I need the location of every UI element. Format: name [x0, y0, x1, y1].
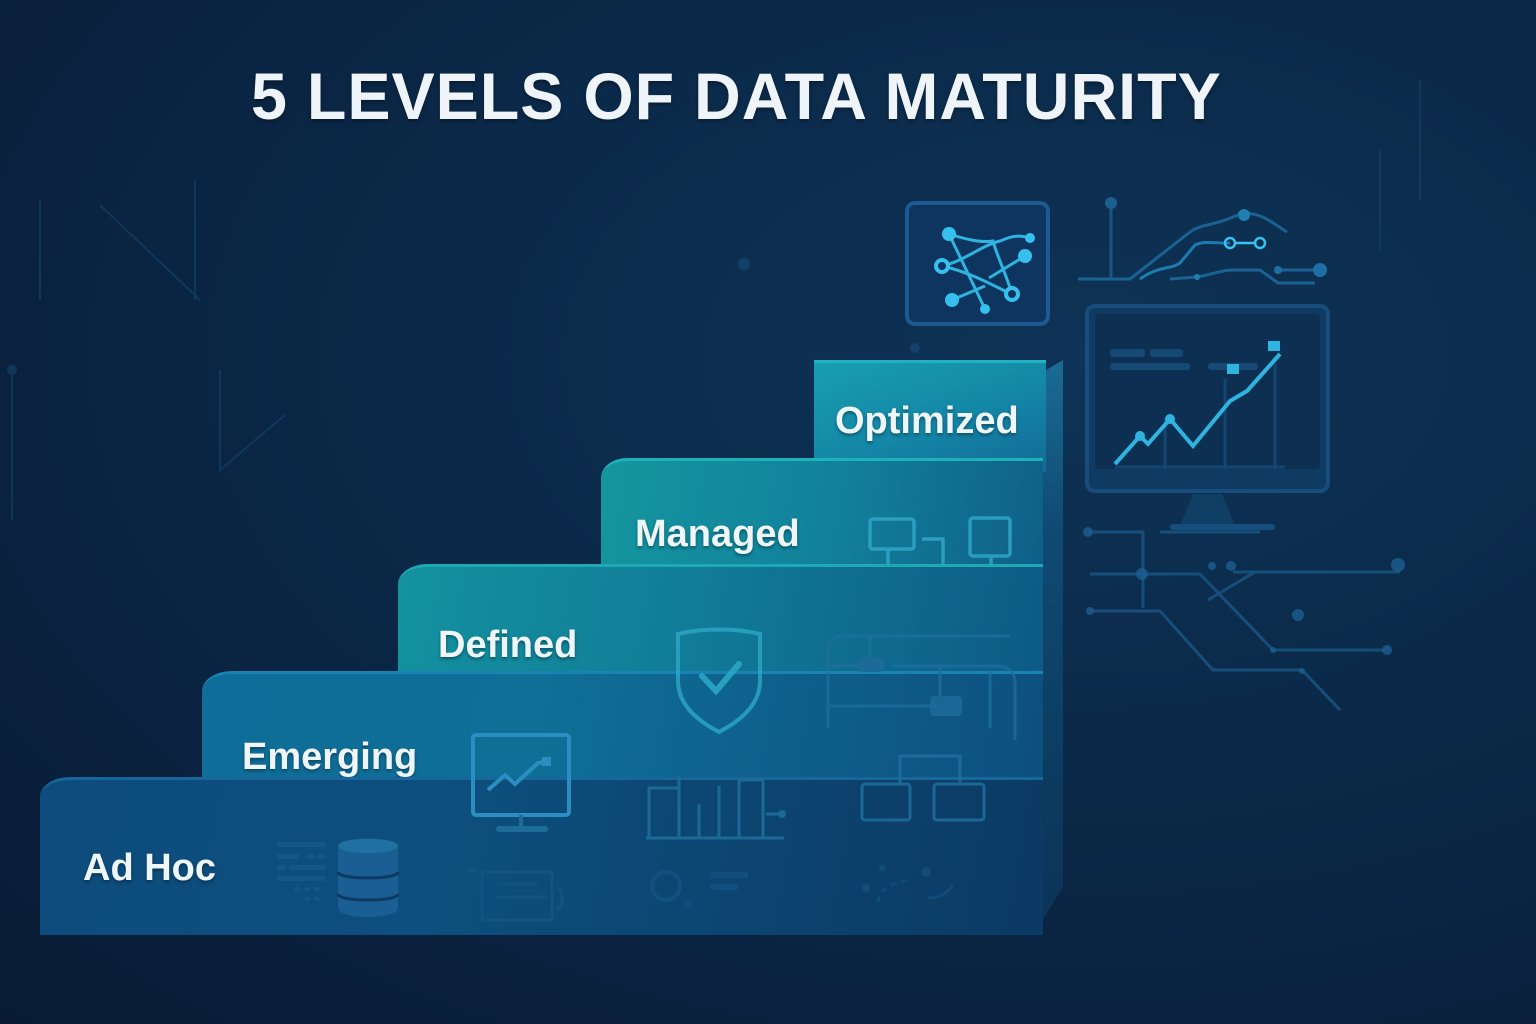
monitor-chart-icon [470, 732, 572, 836]
level-label: Managed [635, 513, 800, 555]
bar-chart-icon [644, 774, 789, 840]
level-label: Optimized [835, 400, 1019, 442]
database-icon [275, 836, 400, 920]
settings-icon [648, 866, 753, 916]
network-graph-icon [905, 201, 1050, 326]
shield-check-icon [672, 626, 766, 734]
level-managed: Managed [601, 458, 1043, 617]
level-label: Defined [438, 624, 578, 666]
process-diagram-icon [820, 628, 1020, 740]
level-label: Ad Hoc [83, 847, 216, 889]
monitor-line-chart-icon [1085, 304, 1330, 534]
scatter-icon [858, 862, 958, 912]
level-optimized: Optimized [814, 360, 1046, 472]
page-title: 5 LEVELS OF DATA MATURITY [251, 59, 1222, 133]
hierarchy-icon [858, 752, 988, 824]
staircase-side-face [1043, 360, 1063, 920]
level-label: Emerging [242, 736, 418, 778]
level-ad-hoc: Ad Hoc [40, 777, 1043, 935]
document-icon [462, 862, 577, 922]
